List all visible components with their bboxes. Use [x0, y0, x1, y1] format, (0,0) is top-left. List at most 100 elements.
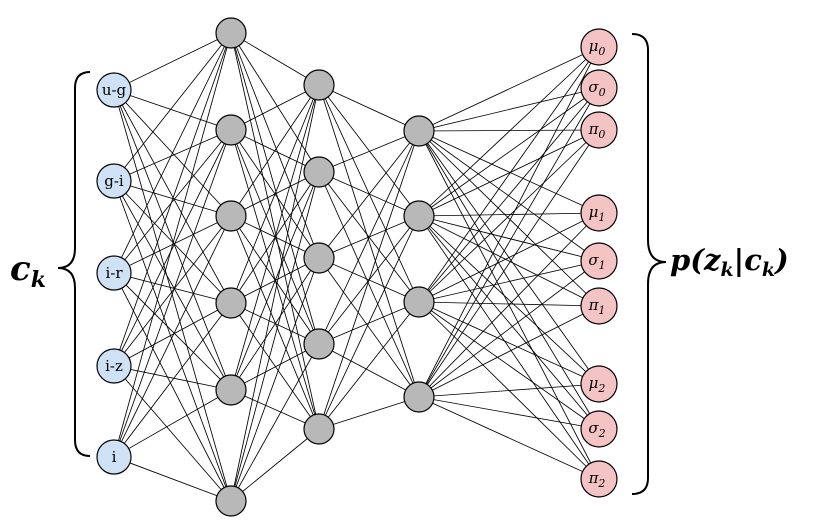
- edge-l0-n2-to-n3: [113, 272, 232, 304]
- output-node: π1: [580, 287, 618, 325]
- hidden-3-node: [403, 286, 435, 318]
- input-node-circle: [96, 348, 132, 384]
- edge-l0-n1-to-n4: [113, 180, 232, 391]
- edge-l0-n1-to-n3: [113, 180, 232, 304]
- output-label: p(zk|ck): [670, 243, 789, 281]
- edge-l1-n5-to-n1: [230, 171, 320, 502]
- output-node-circle: [580, 28, 618, 66]
- edge-l3-n1-to-n1: [418, 87, 600, 217]
- edge-l2-n4-to-n1: [318, 215, 420, 430]
- edge-l0-n3-to-n4: [113, 365, 232, 391]
- output-node-subscript: 2: [597, 382, 605, 395]
- edge-l1-n5-to-n3: [230, 343, 320, 502]
- output-node-circle: [580, 194, 618, 232]
- edge-l1-n5-to-n0: [230, 84, 320, 502]
- edge-l3-n1-to-n3: [418, 212, 600, 217]
- edge-l3-n3-to-n8: [418, 396, 600, 480]
- output-node-label: μ0: [589, 37, 606, 58]
- edge-l0-n3-to-n2: [113, 215, 232, 367]
- edge-l3-n0-to-n7: [418, 130, 600, 430]
- edge-l1-n0-to-n1: [230, 32, 320, 173]
- input-node: g-i: [96, 163, 132, 199]
- hidden-2-node-circle: [303, 328, 335, 360]
- edge-l3-n2-to-n1: [418, 87, 600, 303]
- output-node-symbol: μ: [589, 203, 599, 221]
- edge-l2-n0-to-n1: [318, 84, 420, 217]
- hidden-1-node-circle: [215, 485, 247, 517]
- hidden-2-node-circle: [303, 69, 335, 101]
- edge-l0-n4-to-n0: [113, 32, 232, 458]
- hidden-1-node-circle: [215, 200, 247, 232]
- edge-l3-n2-to-n0: [418, 46, 600, 303]
- output-node-symbol: π: [588, 120, 600, 138]
- hidden-3-node: [403, 200, 435, 232]
- edge-l3-n3-to-n2: [418, 129, 600, 398]
- output-node-circle: [580, 242, 618, 280]
- edge-l2-n4-to-n0: [318, 130, 420, 430]
- hidden-2-node: [303, 413, 335, 445]
- edge-l0-n3-to-n5: [113, 365, 232, 502]
- edge-l3-n3-to-n0: [418, 46, 600, 398]
- edge-l2-n4-to-n3: [318, 396, 420, 430]
- edge-l2-n4-to-n2: [318, 301, 420, 430]
- edge-l3-n1-to-n0: [418, 46, 600, 217]
- edge-l1-n0-to-n0: [230, 32, 320, 86]
- edge-l1-n2-to-n0: [230, 84, 320, 217]
- input-node-circle: [96, 255, 132, 291]
- edge-l2-n1-to-n3: [318, 171, 420, 398]
- edge-l0-n0-to-n4: [113, 89, 232, 391]
- input-node-label: i: [112, 448, 117, 466]
- hidden-3-node: [403, 115, 435, 147]
- hidden-2-node: [303, 328, 335, 360]
- input-node: i-z: [96, 348, 132, 384]
- hidden-1-node-circle: [215, 114, 247, 146]
- output-brace: [631, 33, 667, 495]
- output-node: σ2: [580, 410, 618, 448]
- edge-l0-n3-to-n1: [113, 129, 232, 367]
- edge-l1-n0-to-n4: [230, 32, 320, 430]
- edge-l1-n4-to-n0: [230, 84, 320, 391]
- edge-l2-n2-to-n0: [318, 130, 420, 259]
- edge-l3-n3-to-n5: [418, 305, 600, 398]
- edge-l0-n2-to-n1: [113, 129, 232, 274]
- edge-l0-n0-to-n1: [113, 89, 232, 131]
- input-node-circle: [96, 72, 132, 108]
- edge-l0-n2-to-n5: [113, 272, 232, 502]
- output-node-circle: [580, 410, 618, 448]
- edge-l1-n4-to-n1: [230, 171, 320, 391]
- input-label: ck: [10, 249, 46, 293]
- edge-l3-n0-to-n1: [418, 87, 600, 132]
- edge-l3-n0-to-n5: [418, 130, 600, 307]
- output-node: σ1: [580, 242, 618, 280]
- edge-l3-n2-to-n4: [418, 260, 600, 303]
- edge-l0-n1-to-n0: [113, 32, 232, 182]
- edge-l3-n2-to-n3: [418, 212, 600, 303]
- edge-l0-n0-to-n0: [113, 32, 232, 91]
- hidden-2-node: [303, 156, 335, 188]
- input-node: i: [96, 439, 132, 475]
- edge-l2-n2-to-n3: [318, 257, 420, 398]
- edge-l3-n0-to-n3: [418, 130, 600, 214]
- edge-l3-n3-to-n7: [418, 396, 600, 430]
- edge-l1-n5-to-n4: [230, 428, 320, 502]
- edge-l1-n5-to-n2: [230, 257, 320, 502]
- output-node-subscript: 0: [599, 86, 606, 99]
- edge-l0-n0-to-n3: [113, 89, 232, 304]
- edge-l0-n3-to-n3: [113, 302, 232, 367]
- hidden-3-node: [403, 381, 435, 413]
- edge-l0-n1-to-n1: [113, 129, 232, 182]
- edge-l3-n1-to-n6: [418, 215, 600, 385]
- hidden-1-node: [215, 200, 247, 232]
- output-node-circle: [580, 69, 618, 107]
- output-node-circle: [580, 111, 618, 149]
- hidden-2-node-circle: [303, 413, 335, 445]
- output-node-subscript: 2: [598, 427, 606, 440]
- output-node: μ1: [580, 194, 618, 232]
- hidden-1-node-circle: [215, 287, 247, 319]
- input-node-circle: [96, 163, 132, 199]
- output-node-symbol: π: [588, 469, 600, 487]
- edge-l0-n0-to-n5: [113, 89, 232, 502]
- output-node-symbol: σ: [588, 78, 599, 96]
